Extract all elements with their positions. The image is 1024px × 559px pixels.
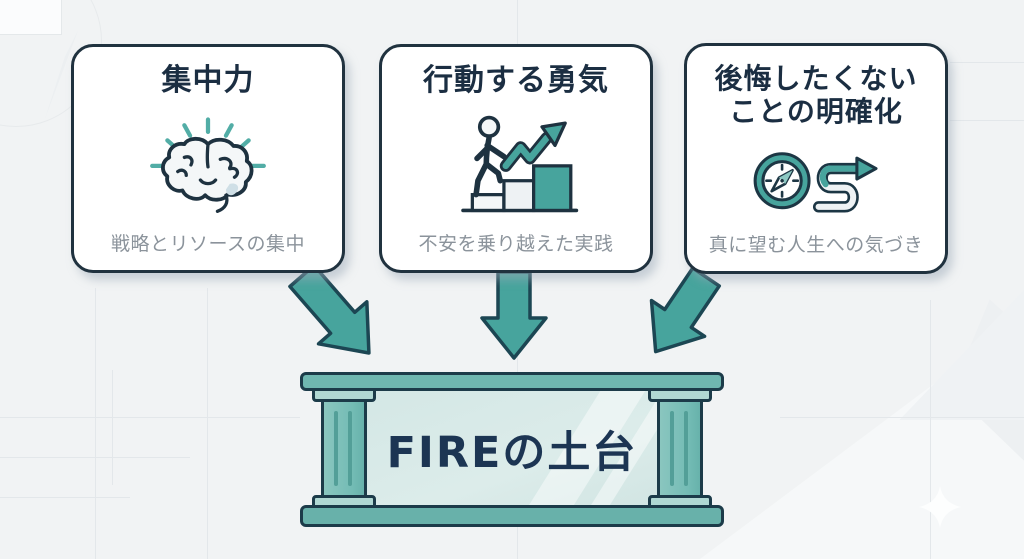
person-climbing-steps-arrow-icon — [441, 98, 591, 229]
card-concentration: 集中力 — [71, 44, 345, 273]
foundation-top-bar — [300, 372, 724, 391]
bg-gridline-v — [95, 288, 96, 559]
bg-gridline-h — [780, 417, 1024, 418]
card-title: 行動する勇気 — [423, 63, 609, 98]
compass-winding-arrow-icon — [737, 128, 895, 230]
bg-gridline-h — [0, 417, 300, 418]
bg-gridline-h — [950, 62, 1024, 63]
card-title: 集中力 — [161, 63, 255, 98]
foundation-column-right — [648, 386, 712, 511]
column-shaft — [321, 399, 367, 498]
bg-gridline-h — [0, 497, 130, 498]
card-title: 後悔したくない ことの明確化 — [714, 62, 918, 129]
column-shaft — [657, 399, 703, 498]
foundation-plinth: FIREの土台 — [300, 372, 724, 527]
flow-arrow-right — [649, 266, 722, 354]
foundation-column-left — [312, 386, 376, 511]
bg-gridline-h — [0, 457, 190, 458]
bg-gridline-v — [112, 370, 113, 485]
card-no-regret-clarity: 後悔したくない ことの明確化 — [684, 43, 948, 274]
brain-rays-icon — [143, 98, 273, 229]
foundation-label: FIREの土台 — [386, 427, 638, 478]
sparkle-icon — [919, 486, 961, 528]
card-subtitle: 戦略とリソースの集中 — [110, 233, 306, 255]
flow-arrow-center — [480, 270, 548, 360]
card-subtitle: 不安を乗り越えた実践 — [418, 233, 614, 255]
card-courage-to-act: 行動する勇気 — [379, 44, 653, 273]
card-subtitle: 真に望む人生への気づき — [708, 234, 924, 256]
foundation-panel: FIREの土台 — [332, 388, 692, 509]
bg-gridline-v — [207, 288, 208, 559]
bg-gridline-v — [930, 300, 931, 559]
bg-gridline-h — [950, 120, 1024, 121]
foundation-bottom-bar — [300, 505, 724, 527]
